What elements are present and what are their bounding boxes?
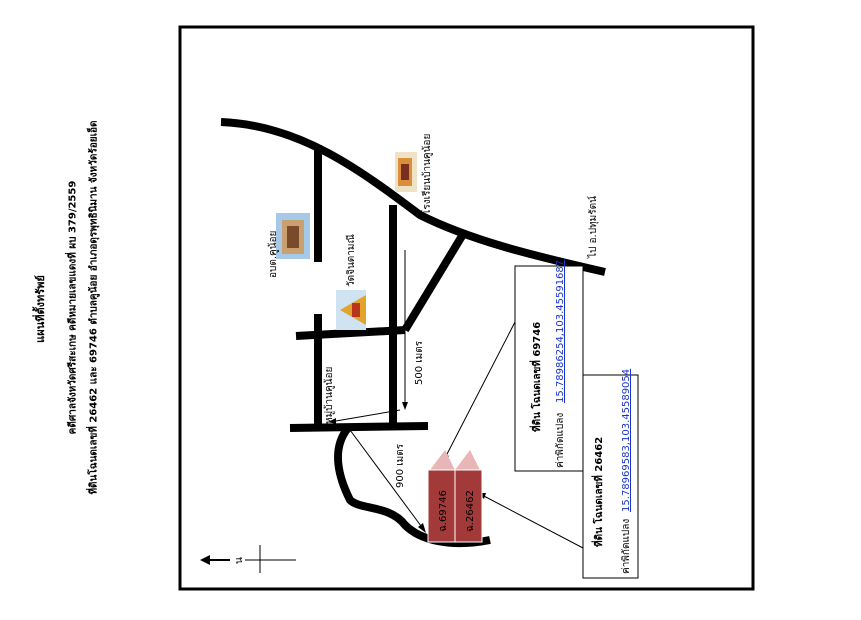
sao-label: อบต.คูน้อย: [267, 231, 279, 278]
sao-office-icon: [276, 213, 310, 259]
village-label: หมู่บ้านคูน้อย: [323, 367, 335, 424]
temple-icon: [336, 290, 366, 330]
road-diagonal: [401, 233, 466, 333]
north-label: น: [234, 557, 245, 564]
box2-title: ที่ดิน โฉนดเลขที่ 26462: [591, 437, 605, 547]
box1-coord-link[interactable]: 15.78986254,103.45591687: [555, 260, 566, 403]
road-cross-lower: [289, 422, 429, 432]
north-arrow: น: [200, 545, 296, 573]
leader-69746: [444, 321, 516, 459]
map-frame: [178, 25, 755, 591]
box1-coord-label: ค่าพิกัดแปลง: [555, 413, 566, 468]
distance-900: 900 เมตร: [395, 443, 406, 488]
info-box-69746: [514, 265, 584, 472]
school-icon: [395, 152, 417, 192]
school-label: โรงเรียนบ้านคูน้อย: [420, 134, 433, 215]
road-cross-upper: [295, 326, 406, 340]
road-network: [220, 118, 606, 548]
info-box-26462: [582, 374, 639, 579]
leader-26462: [481, 494, 584, 549]
box2-coord-link[interactable]: 15.78969583,103.45589054: [621, 369, 632, 512]
distance-500: 500 เมตร: [414, 340, 425, 385]
direction-label: ไป อ.ปทุมรัตน์: [587, 196, 599, 259]
temple-label: วัดจินตามณี: [345, 234, 357, 287]
parcel-label-69746: ฉ.69746: [438, 490, 449, 532]
main-road: [220, 118, 606, 276]
parcel-group: [427, 450, 483, 543]
box2-coord-label: ค่าพิกัดแปลง: [621, 519, 632, 574]
parcel-label-26462: ฉ.26462: [465, 490, 476, 532]
parcel-26462: [454, 469, 483, 543]
box1-title: ที่ดิน โฉนดเลขที่ 69746: [529, 322, 543, 432]
